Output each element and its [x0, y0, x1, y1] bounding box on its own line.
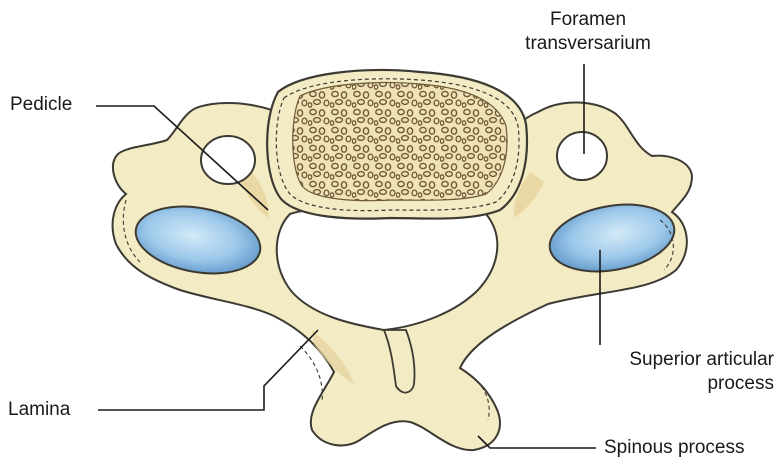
label-superior-line1: Superior articular	[592, 348, 774, 372]
label-spinous-process: Spinous process	[604, 436, 744, 460]
label-superior-line2: process	[592, 372, 774, 396]
foramen-transversarium-right	[557, 132, 607, 180]
label-lamina: Lamina	[8, 398, 70, 422]
leader-lamina	[98, 330, 318, 410]
label-pedicle: Pedicle	[10, 93, 72, 117]
label-superior-articular-process: Superior articular process	[592, 348, 774, 396]
label-foramen-line1: Foramen	[498, 8, 678, 32]
label-foramen-transversarium: Foramen transversarium	[498, 8, 678, 56]
foramen-transversarium-left	[201, 136, 255, 184]
cancellous-bone	[293, 83, 507, 201]
label-foramen-line2: transversarium	[498, 32, 678, 56]
